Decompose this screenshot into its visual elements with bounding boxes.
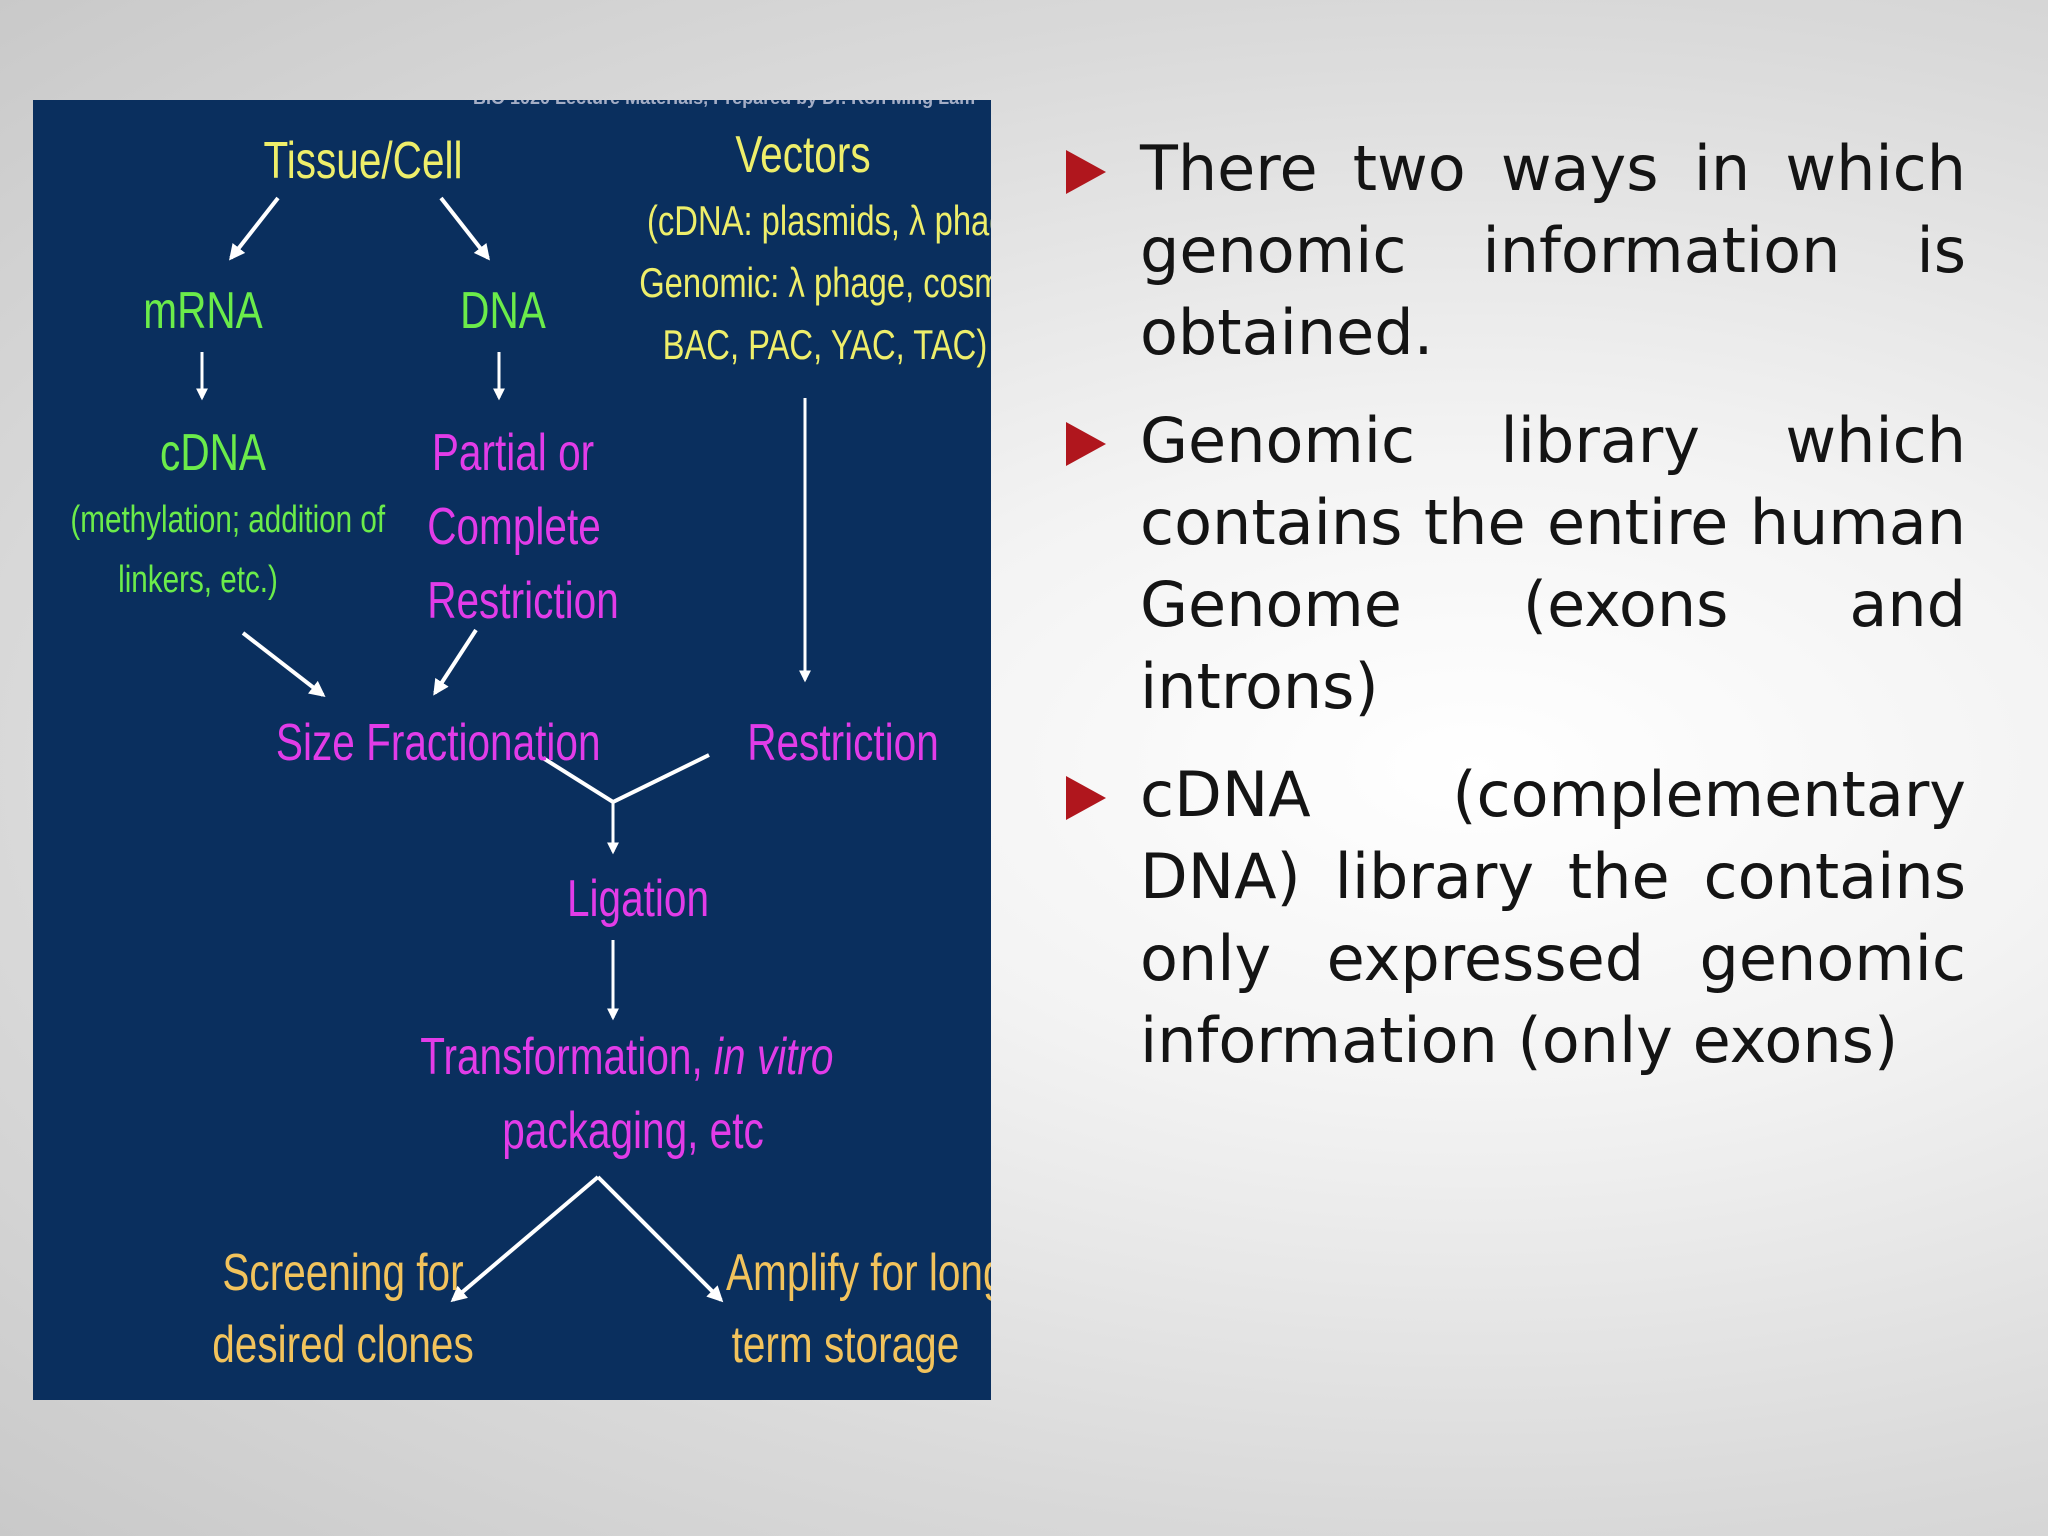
node-vectors-line-2: Genomic: λ phage, cosmid, [639, 259, 991, 306]
node-tissue-cell: Tissue/Cell [263, 132, 463, 190]
node-amplify-line-1: Amplify for long- [726, 1244, 991, 1302]
node-size-fractionation: Size Fractionation [275, 714, 601, 772]
bullet-item: There two ways in which genomic informat… [1066, 128, 1966, 374]
arrow-tissue-to-dna [439, 196, 490, 261]
bullet-item: cDNA (complementary DNA) library the con… [1066, 754, 1966, 1082]
bullet-text: cDNA (complementary DNA) library the con… [1140, 758, 1966, 1077]
arrow-packaging-to-screening [450, 1175, 600, 1303]
node-cdna-note-1: (methylation; addition of [70, 499, 386, 541]
node-vectors-line-3: BAC, PAC, YAC, TAC) [662, 321, 988, 368]
node-dna: DNA [460, 282, 546, 340]
arrow-packaging-to-amplify [596, 1175, 724, 1303]
node-ligation: Ligation [566, 870, 710, 928]
triangle-right-icon [1066, 422, 1106, 466]
transformation-text: Transformation, [420, 1028, 714, 1086]
bullet-text: There two ways in which genomic informat… [1140, 132, 1966, 369]
node-cdna-note-2: linkers, etc.) [118, 559, 278, 601]
bullet-item: Genomic library which contains the entir… [1066, 400, 1966, 728]
node-vectors: Vectors [735, 126, 871, 184]
figure-header-text: BIO 1020 Lecture Materials, Prepared by … [473, 100, 991, 114]
node-packaging: packaging, etc [502, 1102, 764, 1160]
node-partial-line-3: Restriction [427, 572, 619, 630]
cloning-flowchart-figure: BIO 1020 Lecture Materials, Prepared by … [33, 100, 991, 1400]
node-partial-line-2: Complete [427, 498, 601, 556]
node-mrna: mRNA [143, 282, 263, 340]
node-screening-line-1: Screening for [222, 1244, 464, 1302]
node-restriction: Restriction [747, 714, 939, 772]
arrow-tissue-to-mrna [229, 196, 280, 261]
node-screening-line-2: desired clones [212, 1316, 474, 1374]
bullet-text: Genomic library which contains the entir… [1140, 404, 1966, 723]
node-partial-line-1: Partial or [431, 424, 595, 482]
bullet-list: There two ways in which genomic informat… [1066, 128, 1966, 1108]
node-amplify-line-2: term storage [731, 1316, 960, 1374]
triangle-right-icon [1066, 776, 1106, 820]
triangle-right-icon [1066, 150, 1106, 194]
node-transformation: Transformation, in vitro [420, 1026, 833, 1088]
node-vectors-line-1: (cDNA: plasmids, λ phage [647, 197, 991, 244]
flowchart-arrows [196, 196, 811, 1303]
node-cdna: cDNA [160, 424, 266, 482]
transformation-italic-text: in vitro [713, 1028, 834, 1086]
arrow-partial-to-size-fractionation [433, 628, 478, 696]
arrow-cdna-to-size-fractionation [241, 631, 326, 697]
